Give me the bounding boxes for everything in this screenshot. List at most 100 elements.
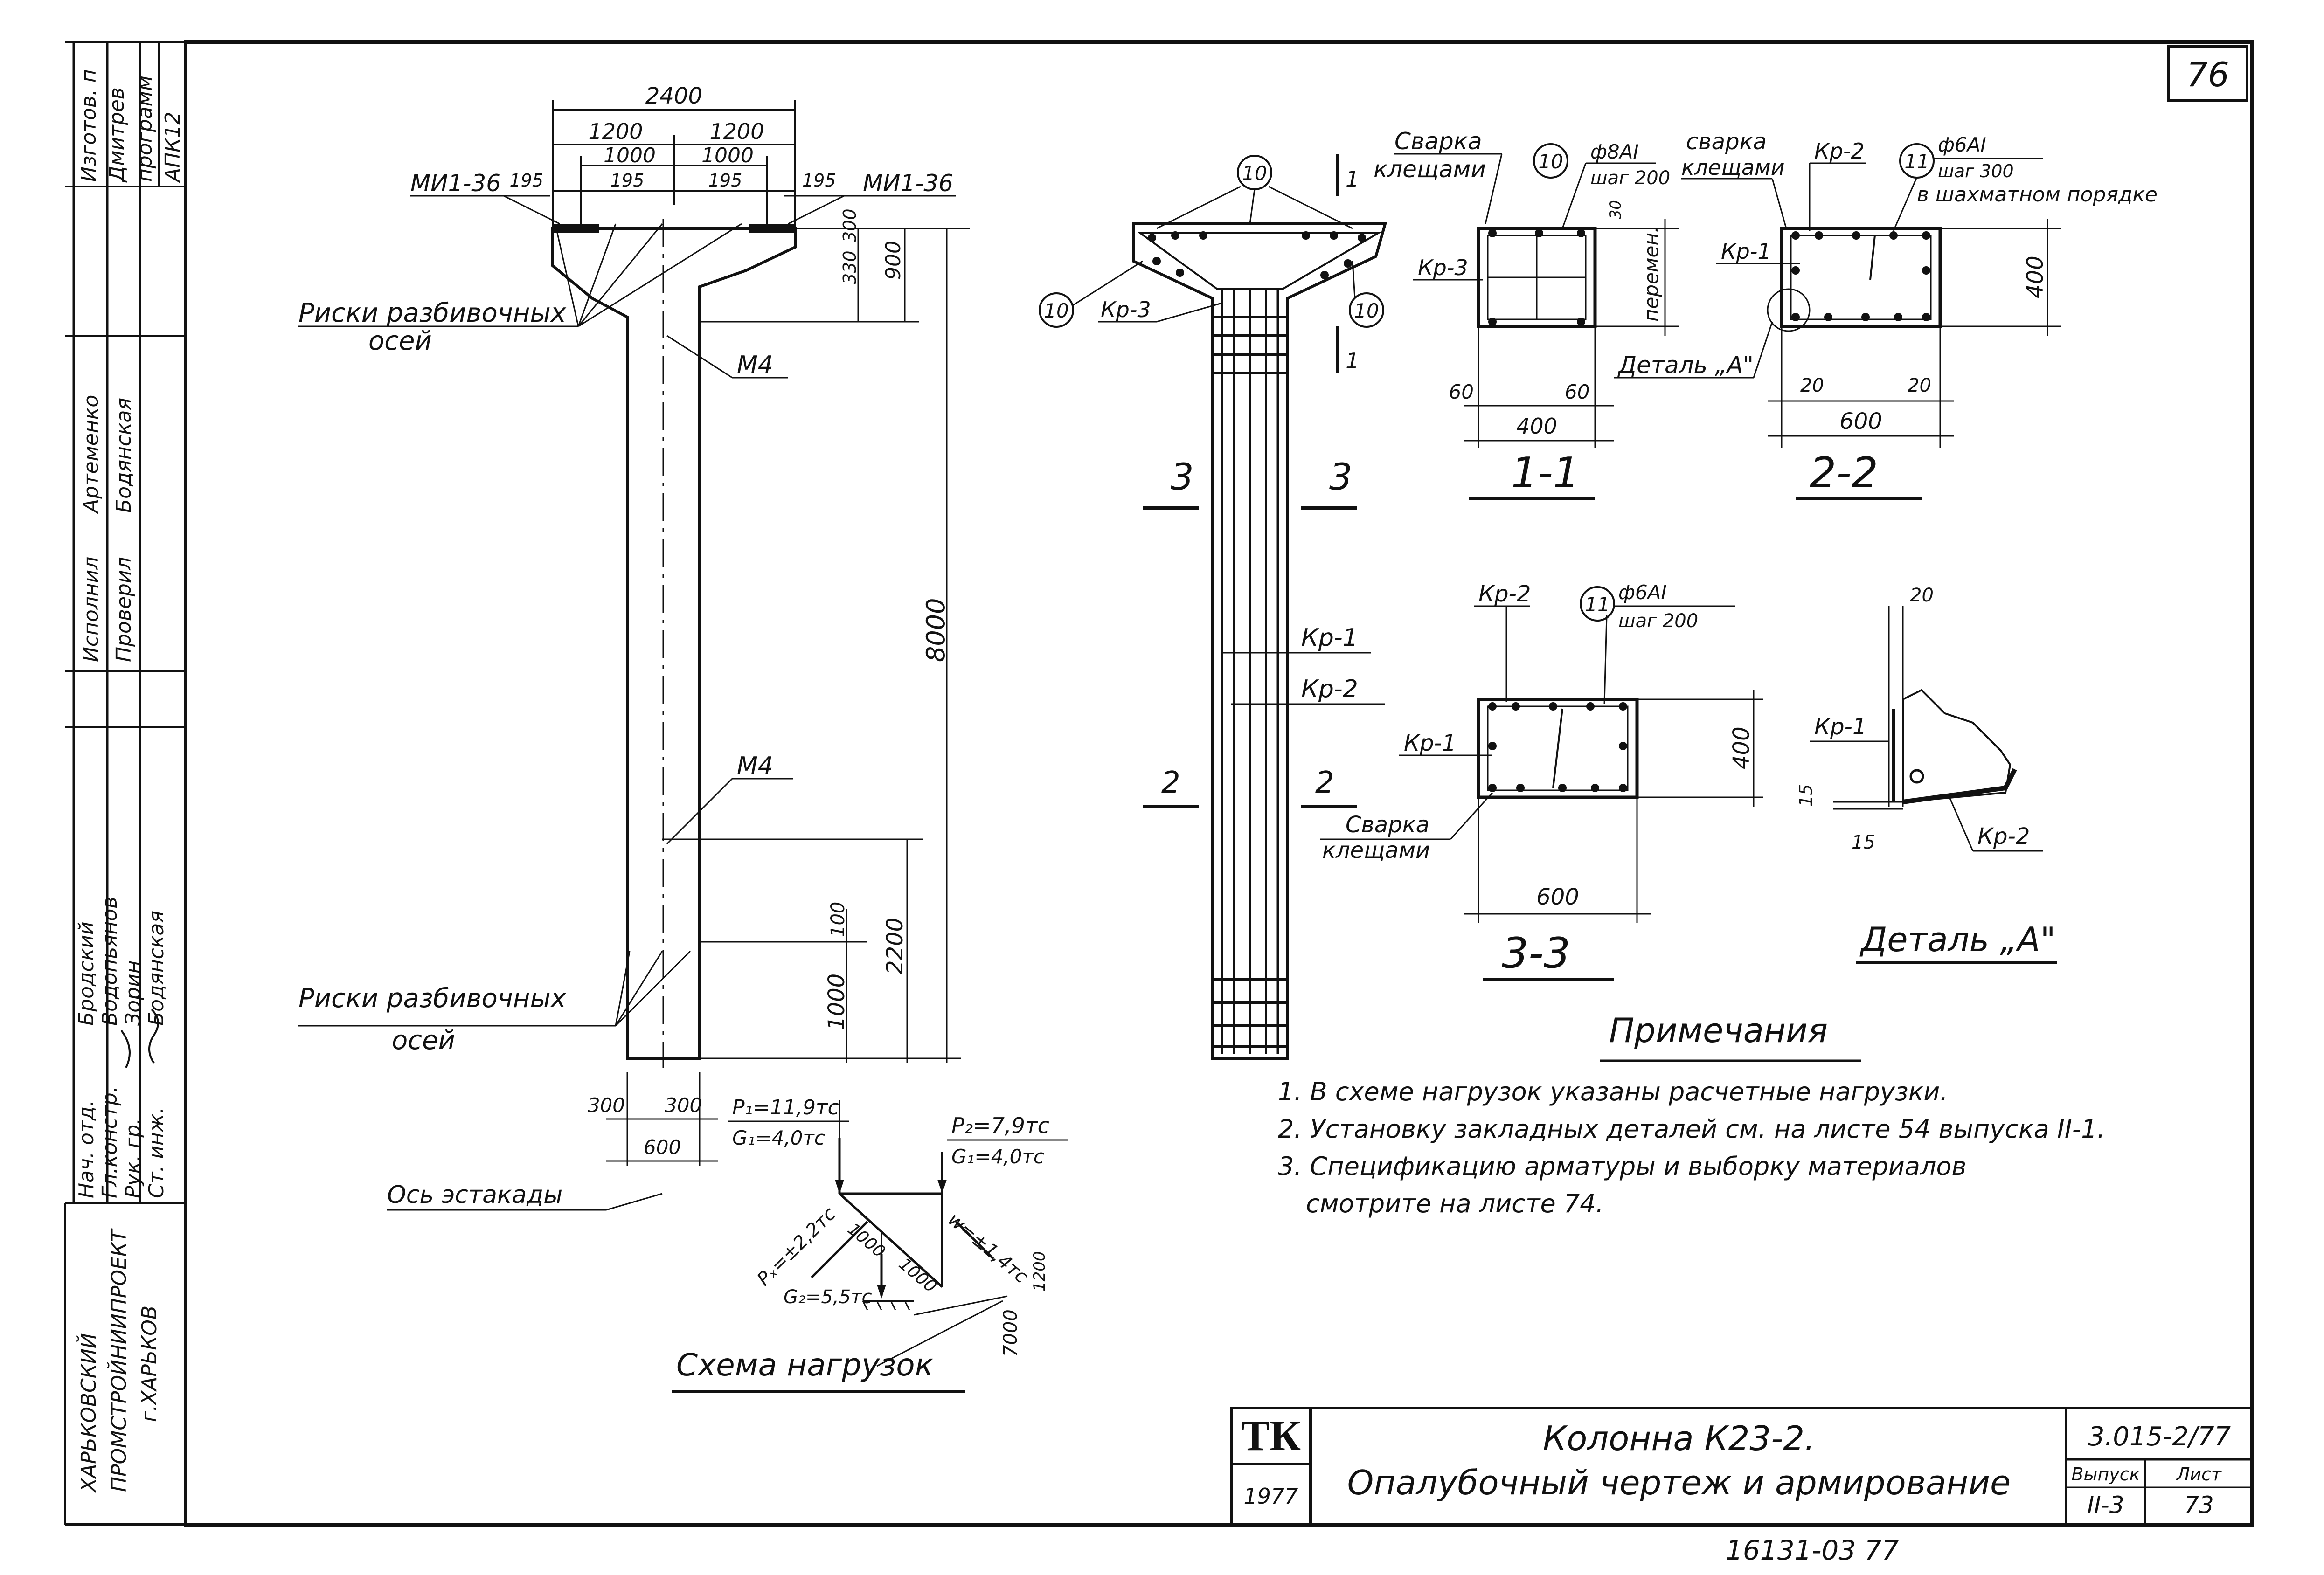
s22-dim-400: 400: [2022, 256, 2048, 298]
notes-heading: Примечания: [1609, 1011, 1828, 1050]
stamp-upper-role-2: Проверил: [112, 557, 136, 662]
s11-label: 1-1: [1511, 449, 1580, 497]
dim-300-left: 300: [588, 1094, 625, 1117]
s22-kr2: Кр-2: [1814, 138, 1865, 164]
dim-195: 195: [802, 170, 836, 191]
s22-weld-line2: клещами: [1681, 155, 1785, 180]
load-dim-1000: 1000: [895, 1254, 940, 1296]
stamp-top-1: Изготов. п: [77, 69, 101, 182]
embed-plate: [553, 224, 599, 233]
s33-bar-spec: ф6АI: [1618, 581, 1667, 604]
dim-1200-right: 1200: [709, 119, 764, 144]
axis-marks-top-line2: осей: [368, 326, 432, 356]
load-g1-left: G₁=4,0тс: [732, 1126, 825, 1149]
s33-weld-line2: клещами: [1322, 837, 1430, 863]
s11-dim-60-right: 60: [1565, 380, 1589, 403]
s22-weld-line1: сварка: [1686, 129, 1767, 155]
stamp-role-1: Нач. отд.: [75, 1100, 98, 1198]
vypusk-label: Выпуск: [2071, 1464, 2140, 1485]
note-item: 3. Спецификацию арматуры и выборку матер…: [1278, 1152, 1966, 1181]
sheet-number-box: 76: [2167, 45, 2248, 102]
cut-1-bottom: 1: [1346, 348, 1359, 373]
stamp-name-1: Бродский: [75, 922, 98, 1026]
s22-bar-step: шаг 300: [1938, 161, 2014, 181]
axis-marks-bottom-line2: осей: [392, 1025, 455, 1056]
s11-bar-step: шаг 200: [1590, 167, 1670, 189]
sheet-frame: [64, 40, 2254, 1527]
head-bar-dots: [1148, 231, 1366, 279]
axis-marks-bottom-line1: Риски разбивочных: [298, 983, 567, 1014]
load-p2: P₂=7,9тс: [951, 1113, 1049, 1138]
s22-kr1: Кр-1: [1721, 239, 1771, 264]
formwork-view: 2400 1200 1200 1000 1000 195 195 195 195…: [298, 83, 970, 1211]
s11-dim-400: 400: [1516, 414, 1557, 439]
stamp-top-2: Дмитрев: [105, 87, 129, 183]
reinforcement-view: 10 10 10 Кр-3 1 1 3 3 2 2 Кр-1 Кр-2: [1039, 154, 1387, 1060]
dim-330: 330: [839, 250, 860, 284]
stamp-role-3: Рук. гр.: [121, 1118, 145, 1198]
dim-900: 900: [881, 241, 905, 280]
stamp-role-4: Ст. инж.: [145, 1107, 168, 1198]
s11-dim-30: 30: [1607, 200, 1624, 219]
dim-100: 100: [827, 902, 849, 937]
dim-195: 195: [708, 170, 742, 191]
detail-a-kr2: Кр-2: [1977, 823, 2030, 850]
inventory-number: 16131-03 77: [1726, 1534, 1899, 1566]
s33-dim-400: 400: [1728, 726, 1755, 769]
section-3-3: Кр-2 11 ф6АI шаг 200 Кр-1 400 600 Сварка…: [1320, 581, 1763, 981]
stamp-upper-name-2: Бодянская: [112, 398, 136, 513]
s11-weld-line2: клещами: [1374, 156, 1486, 183]
signature-scribble: [120, 1029, 131, 1068]
s11-kr3: Кр-3: [1418, 255, 1468, 280]
s22-dim-20-right: 20: [1908, 375, 1931, 396]
cut-3-left: 3: [1171, 456, 1194, 498]
title-line2: Опалубочный чертеж и армирование: [1347, 1463, 2011, 1502]
s22-dim-600: 600: [1839, 408, 1882, 435]
detail-a: 20 Кр-1 Кр-2 15 15 Деталь „А": [1796, 585, 2057, 964]
load-px: Pₓ=±2,2тс: [753, 1203, 840, 1291]
sheet-number: 76: [2186, 55, 2229, 94]
dim-1200-left: 1200: [588, 119, 643, 144]
dim-300: 300: [839, 208, 860, 242]
stamp-top-3: программ: [133, 76, 157, 182]
embed-m4-mid: М4: [737, 752, 773, 780]
signature-scribble: [148, 1009, 159, 1064]
dim-8000: 8000: [921, 598, 950, 662]
load-w: w=±1,4тс: [944, 1209, 1032, 1287]
detail-a-kr1: Кр-1: [1814, 714, 1866, 740]
dim-2200: 2200: [882, 918, 908, 974]
title-block: ТК 1977 Колонна К23-2. Опалубочный черте…: [1230, 1407, 2253, 1526]
tk-logo: ТК: [1241, 1412, 1301, 1459]
s33-kr1: Кр-1: [1404, 730, 1456, 756]
detail-a-dim-15: 15: [1796, 784, 1816, 807]
s33-bar-mark: 11: [1585, 593, 1609, 616]
s11-bar-mark: 10: [1538, 150, 1563, 173]
s22-label: 2-2: [1810, 449, 1878, 497]
stamp-upper-role-1: Исполнил: [79, 557, 103, 662]
s22-dim-20-left: 20: [1800, 375, 1824, 396]
note-item: 1. В схеме нагрузок указаны расчетные на…: [1278, 1077, 1948, 1106]
s11-dim-variable: перемен.: [1640, 227, 1663, 322]
dim-1000-left: 1000: [604, 144, 656, 167]
org-name-line1: ХАРЬКОВСКИЙ: [76, 1333, 101, 1493]
stamp-name-4: Бодянская: [145, 911, 168, 1026]
dim-195: 195: [610, 170, 645, 191]
note-item: 2. Установку закладных деталей см. на ли…: [1278, 1114, 2105, 1144]
cut-2-right: 2: [1315, 766, 1334, 800]
kr2-label: Кр-2: [1301, 675, 1358, 703]
title-year: 1977: [1243, 1484, 1298, 1509]
org-name-line2: ПРОМСТРОЙНИИПРОЕКТ: [106, 1228, 131, 1492]
title-line1: Колонна К23-2.: [1543, 1419, 1815, 1458]
axis-marks-top-line1: Риски разбивочных: [298, 298, 567, 328]
embed-plate: [749, 224, 795, 233]
dim-1000-right: 1000: [701, 144, 754, 167]
s33-bar-step: шаг 200: [1618, 610, 1698, 632]
stamp-upper-name-1: Артеменко: [79, 395, 103, 514]
dim-195: 195: [509, 170, 543, 191]
series-code: 3.015-2/77: [2088, 1422, 2231, 1452]
trestle-axis-label: Ось эстакады: [387, 1181, 562, 1209]
note-item: смотрите на листе 74.: [1306, 1189, 1604, 1218]
s33-kr2: Кр-2: [1478, 581, 1531, 607]
s33-dim-600: 600: [1536, 884, 1579, 910]
